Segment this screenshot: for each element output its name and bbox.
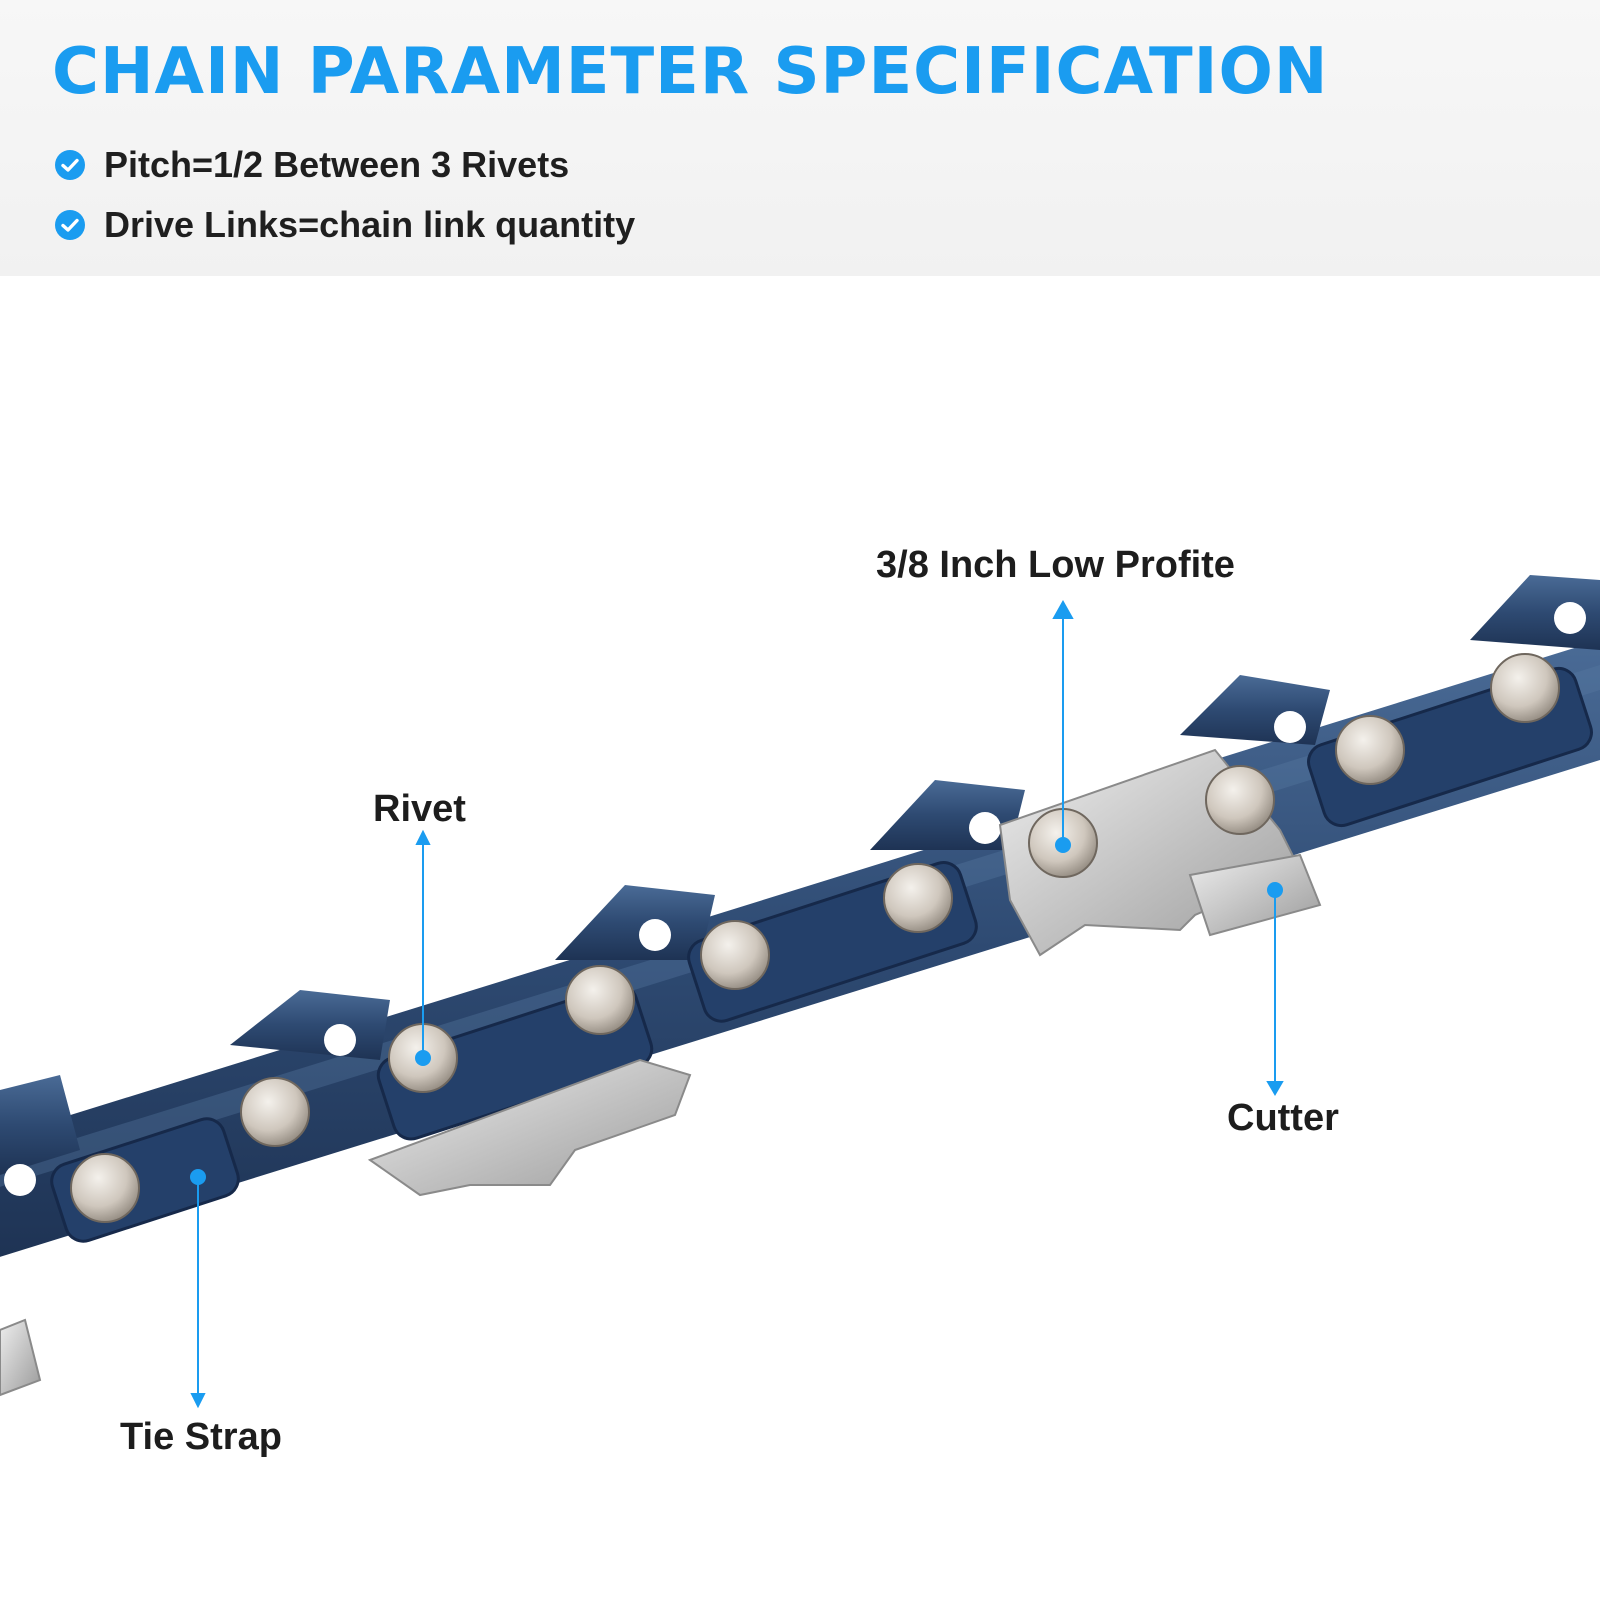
label-rivet: Rivet	[373, 788, 466, 830]
label-cutter: Cutter	[1227, 1097, 1339, 1139]
rivets	[70, 653, 1560, 1223]
tooth-holes	[4, 602, 1586, 1196]
spec-bullet-text: Pitch=1/2 Between 3 Rivets	[104, 144, 570, 185]
label-tie-strap: Tie Strap	[120, 1416, 282, 1458]
spec-bullet-text: Drive Links=chain link quantity	[104, 204, 636, 245]
page-title: CHAIN PARAMETER SPECIFICATION	[52, 35, 1329, 109]
spec-bullet-pitch: Pitch=1/2 Between 3 Rivets	[54, 144, 569, 186]
chain-illustration	[0, 575, 1600, 1409]
check-circle-icon	[55, 150, 85, 180]
callout-lines	[190, 599, 1284, 1409]
header-banner: CHAIN PARAMETER SPECIFICATION Pitch=1/2 …	[0, 0, 1600, 276]
check-circle-icon	[55, 210, 85, 240]
spec-bullet-drive-links: Drive Links=chain link quantity	[54, 204, 635, 246]
label-low-profile: 3/8 Inch Low Profite	[876, 544, 1235, 586]
